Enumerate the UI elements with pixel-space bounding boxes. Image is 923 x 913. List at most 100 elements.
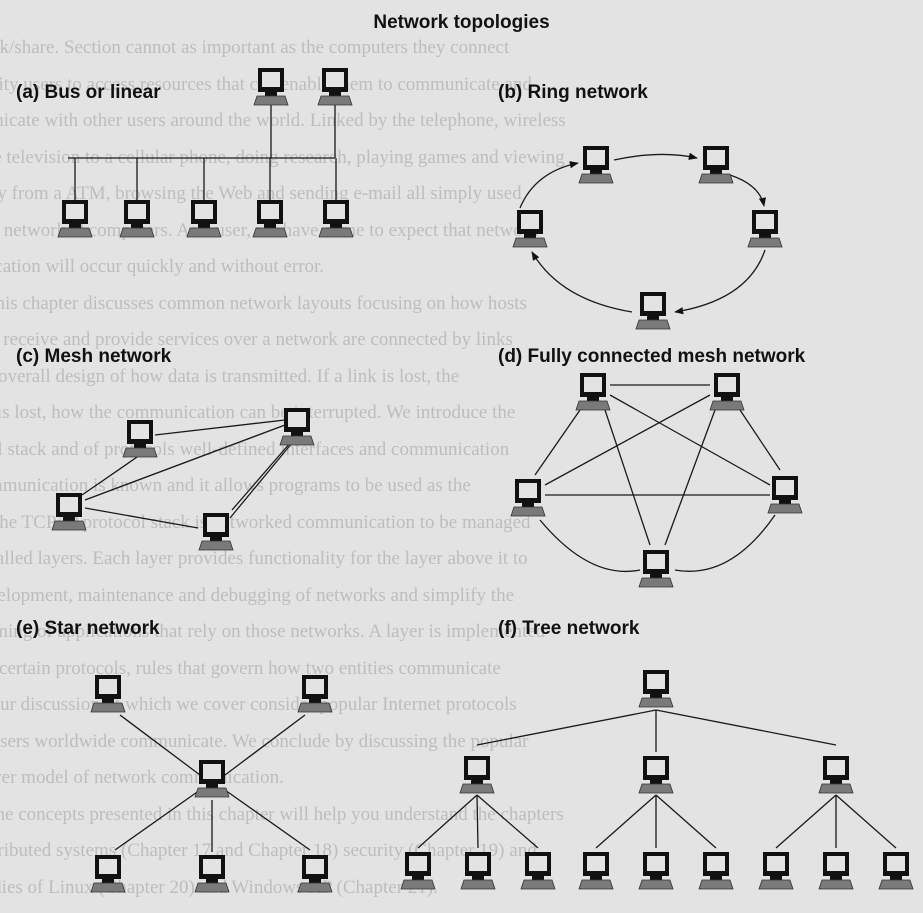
computer-icon	[297, 855, 333, 893]
computer-icon	[638, 550, 674, 588]
computer-icon	[279, 408, 315, 446]
computer-icon	[90, 855, 126, 893]
computer-icon	[194, 760, 230, 798]
label-ring: (b) Ring network	[498, 82, 648, 103]
background-text-line: ocol stack and of protocols well-defined…	[0, 438, 510, 460]
background-text-line: amming of applications that rely on thos…	[0, 621, 546, 642]
background-text-line: unication will occur quickly and without…	[0, 256, 325, 277]
connection-line	[476, 794, 479, 849]
computer-icon	[638, 670, 674, 708]
connection-line	[84, 507, 199, 529]
computer-icon	[400, 852, 436, 890]
background-text-line: work/share. Section cannot as important …	[0, 37, 510, 58]
connection-line	[664, 409, 716, 546]
computer-icon	[578, 852, 614, 890]
computer-icon	[698, 146, 734, 184]
ring-arrow	[613, 152, 698, 161]
background-text-line: that receive and provide services over a…	[0, 329, 513, 350]
ring-arrow	[531, 251, 633, 313]
computer-icon	[460, 852, 496, 890]
background-text-line: is called layers. Each layer provides fu…	[0, 548, 528, 569]
connection-line	[775, 794, 837, 849]
computer-icon	[297, 675, 333, 713]
computer-icon	[575, 373, 611, 411]
connection-line	[119, 714, 201, 776]
background-text-line: The concepts presented in this chapter w…	[0, 803, 564, 825]
computer-icon	[318, 200, 354, 238]
computer-icon	[878, 852, 914, 890]
connection-line	[739, 409, 781, 471]
computer-icon	[90, 675, 126, 713]
computer-icon	[747, 210, 783, 248]
label-tree: (f) Tree network	[498, 618, 640, 639]
background-text-line: municate with other users around the wor…	[0, 110, 566, 131]
computer-icon	[119, 200, 155, 238]
connection-line	[544, 394, 711, 486]
connection-line	[604, 409, 651, 546]
ring-arrow	[519, 161, 579, 209]
background-text-line: distributed systems (Chapter 17 and Chap…	[0, 840, 537, 861]
label-mesh: (c) Mesh network	[16, 346, 172, 367]
computer-icon	[459, 756, 495, 794]
computer-icon	[638, 852, 674, 890]
connection-line	[655, 709, 837, 746]
computer-icon	[198, 513, 234, 551]
background-text-line: able television to a cellular phone, doi…	[0, 146, 565, 168]
connection-line	[476, 794, 539, 849]
connection-line	[417, 794, 478, 849]
connection-line	[224, 714, 306, 776]
computer-icon	[317, 68, 353, 106]
background-text-line: e. The TCP/IP protocol stack is networke…	[0, 511, 531, 533]
connection-curve	[539, 519, 641, 573]
computer-icon	[122, 420, 158, 458]
computer-icon	[194, 855, 230, 893]
connection-line	[655, 794, 717, 849]
connection-line	[595, 794, 657, 849]
ring-arrow	[729, 174, 767, 207]
computer-icon	[635, 292, 671, 330]
computer-icon	[520, 852, 556, 890]
connection-line	[534, 409, 581, 476]
connection-line	[224, 789, 311, 851]
connection-line	[476, 709, 657, 746]
computer-icon	[698, 852, 734, 890]
computer-icon	[57, 200, 93, 238]
computer-icon	[638, 756, 674, 794]
background-text-line: oney from a ATM, browsing the Web and se…	[0, 183, 522, 204]
connection-curve	[674, 514, 776, 572]
computer-icon	[252, 200, 288, 238]
background-text-line: This chapter discusses common network la…	[0, 292, 527, 314]
computer-icon	[709, 373, 745, 411]
computer-icon	[758, 852, 794, 890]
background-text-line: ing certain protocols, rules that govern…	[0, 657, 501, 679]
computer-icon	[512, 210, 548, 248]
connection-line	[231, 442, 291, 511]
connection-line	[84, 424, 286, 501]
connection-line	[229, 442, 293, 519]
computer-icon	[818, 756, 854, 794]
connection-line	[114, 789, 201, 851]
computer-icon	[578, 146, 614, 184]
computer-icon	[767, 476, 803, 514]
label-full-mesh: (d) Fully connected mesh network	[498, 346, 806, 367]
connection-line	[81, 454, 141, 496]
background-text-line: the overall design of how data is transm…	[0, 365, 460, 387]
figure-title: Network topologies	[373, 12, 550, 33]
connection-line	[835, 794, 897, 849]
connection-line	[154, 419, 286, 436]
label-star: (e) Star network	[16, 618, 160, 639]
background-text-line: development, maintenance and debugging o…	[0, 584, 514, 606]
computer-icon	[186, 200, 222, 238]
computer-icon	[253, 68, 289, 106]
computer-icon	[51, 493, 87, 531]
computer-icon	[818, 852, 854, 890]
label-bus: (a) Bus or linear	[16, 82, 161, 103]
computer-icon	[510, 479, 546, 517]
background-text-line: In our discussion of which we cover cons…	[0, 694, 517, 715]
ring-arrow	[674, 249, 766, 315]
background-text-line: communication is known and it allows pro…	[0, 475, 471, 496]
connection-line	[609, 394, 771, 486]
